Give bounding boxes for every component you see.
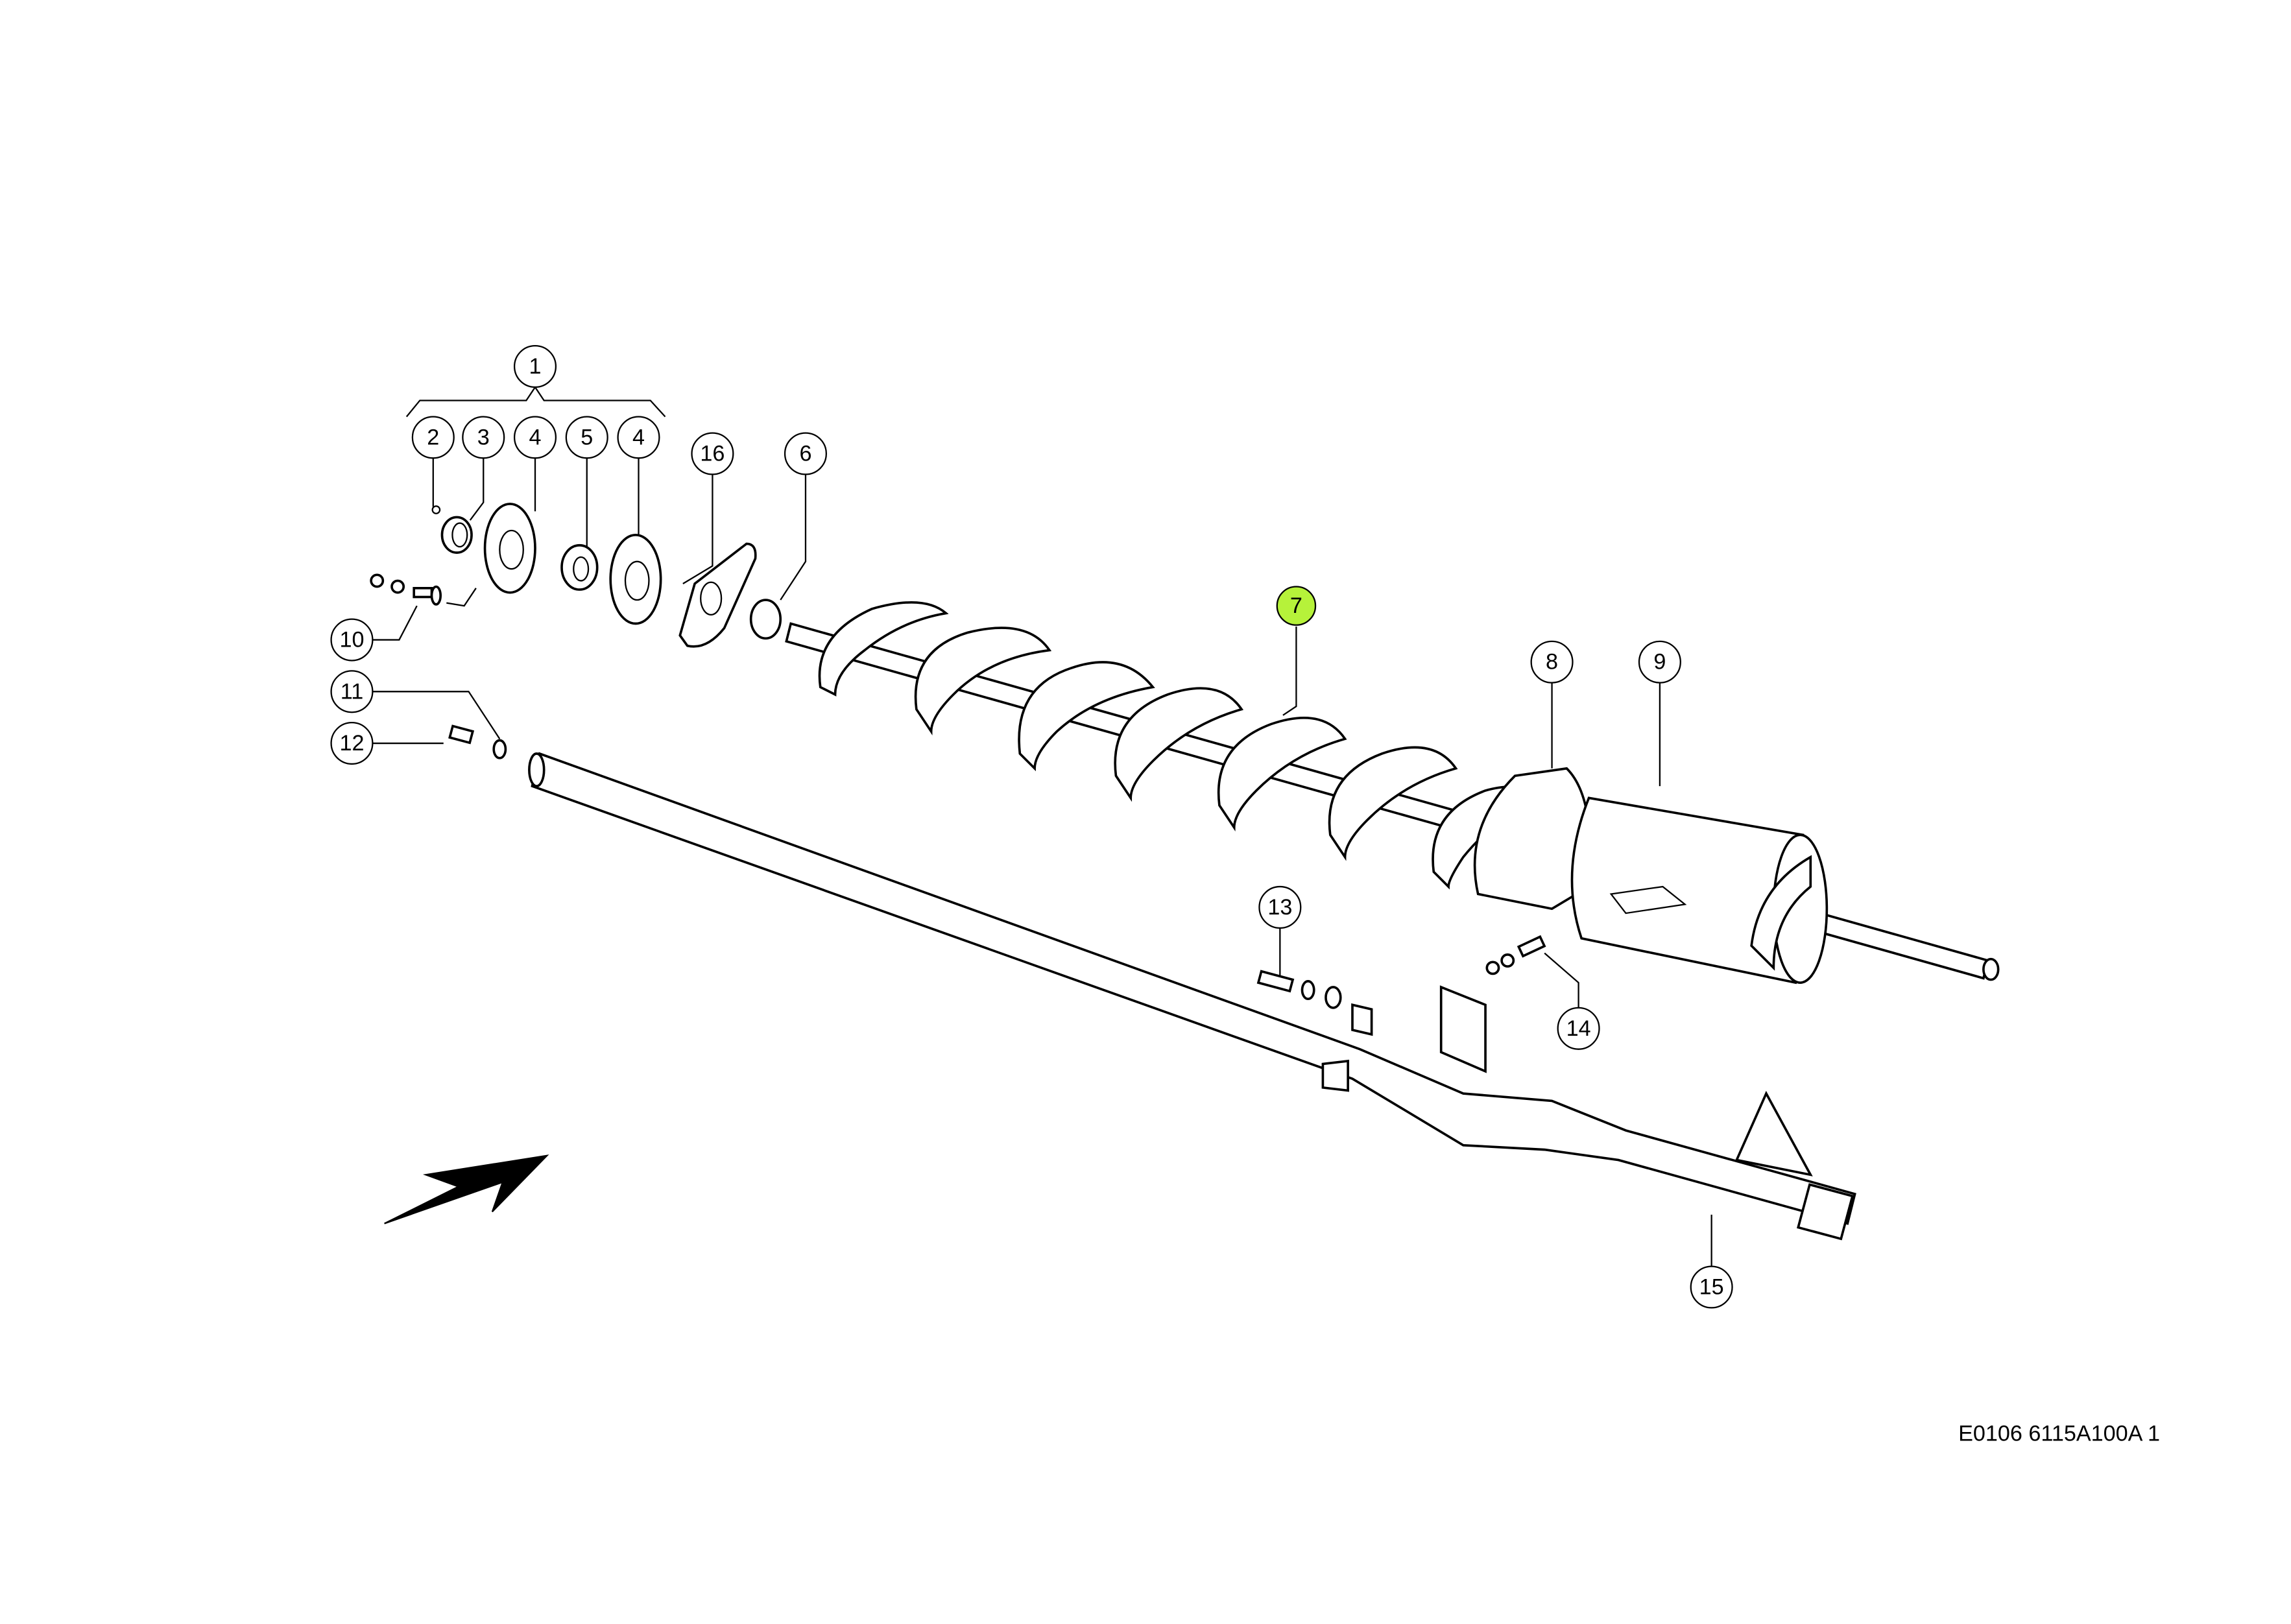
callout-12[interactable]: 12 — [330, 722, 374, 765]
svg-text:4: 4 — [529, 425, 542, 449]
callout-6[interactable]: 6 — [784, 432, 827, 475]
svg-text:11: 11 — [341, 679, 363, 704]
callout-9[interactable]: 9 — [1638, 640, 1681, 684]
callout-11[interactable]: 11 — [330, 670, 374, 713]
leader-lines — [372, 458, 1712, 1267]
callout-1[interactable]: 1 — [513, 345, 557, 388]
callout-5[interactable]: 5 — [565, 416, 608, 459]
svg-text:7: 7 — [1290, 593, 1302, 618]
svg-text:12: 12 — [339, 731, 364, 756]
callout-16[interactable]: 16 — [691, 432, 734, 475]
drawing-code: E0106 6115A100A 1 — [1958, 1421, 2160, 1446]
svg-text:5: 5 — [581, 425, 593, 449]
callout-4b[interactable]: 4 — [617, 416, 660, 459]
svg-text:6: 6 — [799, 441, 811, 466]
svg-text:8: 8 — [1546, 650, 1558, 675]
svg-text:13: 13 — [1267, 895, 1292, 920]
svg-text:14: 14 — [1566, 1016, 1591, 1041]
callout-4a[interactable]: 4 — [513, 416, 557, 459]
svg-text:15: 15 — [1699, 1275, 1724, 1300]
svg-text:2: 2 — [427, 425, 439, 449]
callout-7-highlighted[interactable]: 7 — [1276, 586, 1317, 626]
view-direction-arrow — [384, 1154, 549, 1224]
svg-text:16: 16 — [700, 441, 725, 466]
callout-3[interactable]: 3 — [462, 416, 505, 459]
svg-text:3: 3 — [477, 425, 490, 449]
bearing-assembly — [370, 503, 782, 759]
svg-text:4: 4 — [632, 425, 645, 449]
callout-14[interactable]: 14 — [1557, 1007, 1600, 1050]
callout-8[interactable]: 8 — [1530, 640, 1574, 684]
auger — [785, 601, 2000, 985]
svg-text:1: 1 — [529, 354, 542, 379]
callout-10[interactable]: 10 — [330, 618, 374, 662]
callout-13[interactable]: 13 — [1258, 885, 1302, 929]
svg-text:9: 9 — [1653, 650, 1666, 675]
group-bracket — [405, 385, 666, 418]
callout-15[interactable]: 15 — [1690, 1265, 1733, 1309]
svg-text:10: 10 — [339, 628, 364, 652]
callout-2[interactable]: 2 — [411, 416, 455, 459]
frame-tube — [528, 752, 1856, 1241]
